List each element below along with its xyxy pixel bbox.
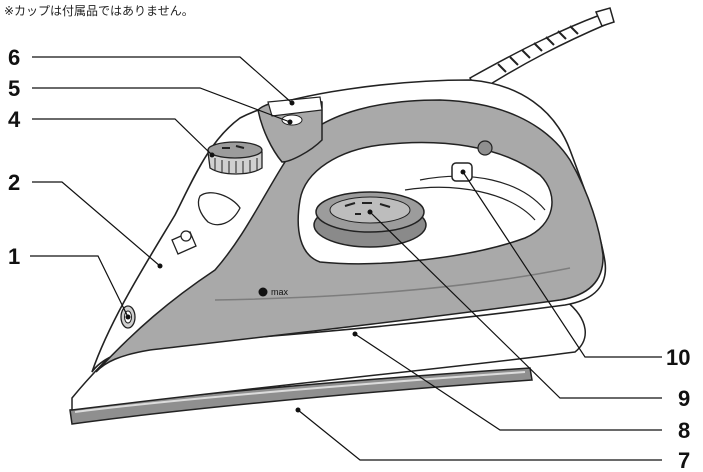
disclaimer-note: ※カップは付属品ではありません。	[4, 4, 194, 18]
callout-leaders	[30, 56, 662, 461]
water-inlet	[171, 230, 197, 255]
callout-6: 6	[8, 45, 20, 70]
max-fill-mark	[258, 287, 268, 297]
callout-7: 7	[678, 448, 690, 472]
callout-2: 2	[8, 170, 20, 195]
panel-crease	[214, 267, 571, 301]
callout-10: 10	[666, 345, 690, 370]
callout-1: 1	[8, 244, 20, 269]
max-label: max	[271, 287, 289, 297]
callout-9: 9	[678, 386, 690, 411]
steam-buttons	[257, 96, 323, 163]
callout-5: 5	[8, 76, 20, 101]
steam-control-knob	[207, 141, 263, 175]
temperature-dial	[313, 191, 427, 248]
callout-4: 4	[8, 107, 21, 132]
side-grip	[197, 192, 241, 226]
power-cord	[468, 7, 615, 94]
callout-8: 8	[678, 418, 690, 443]
